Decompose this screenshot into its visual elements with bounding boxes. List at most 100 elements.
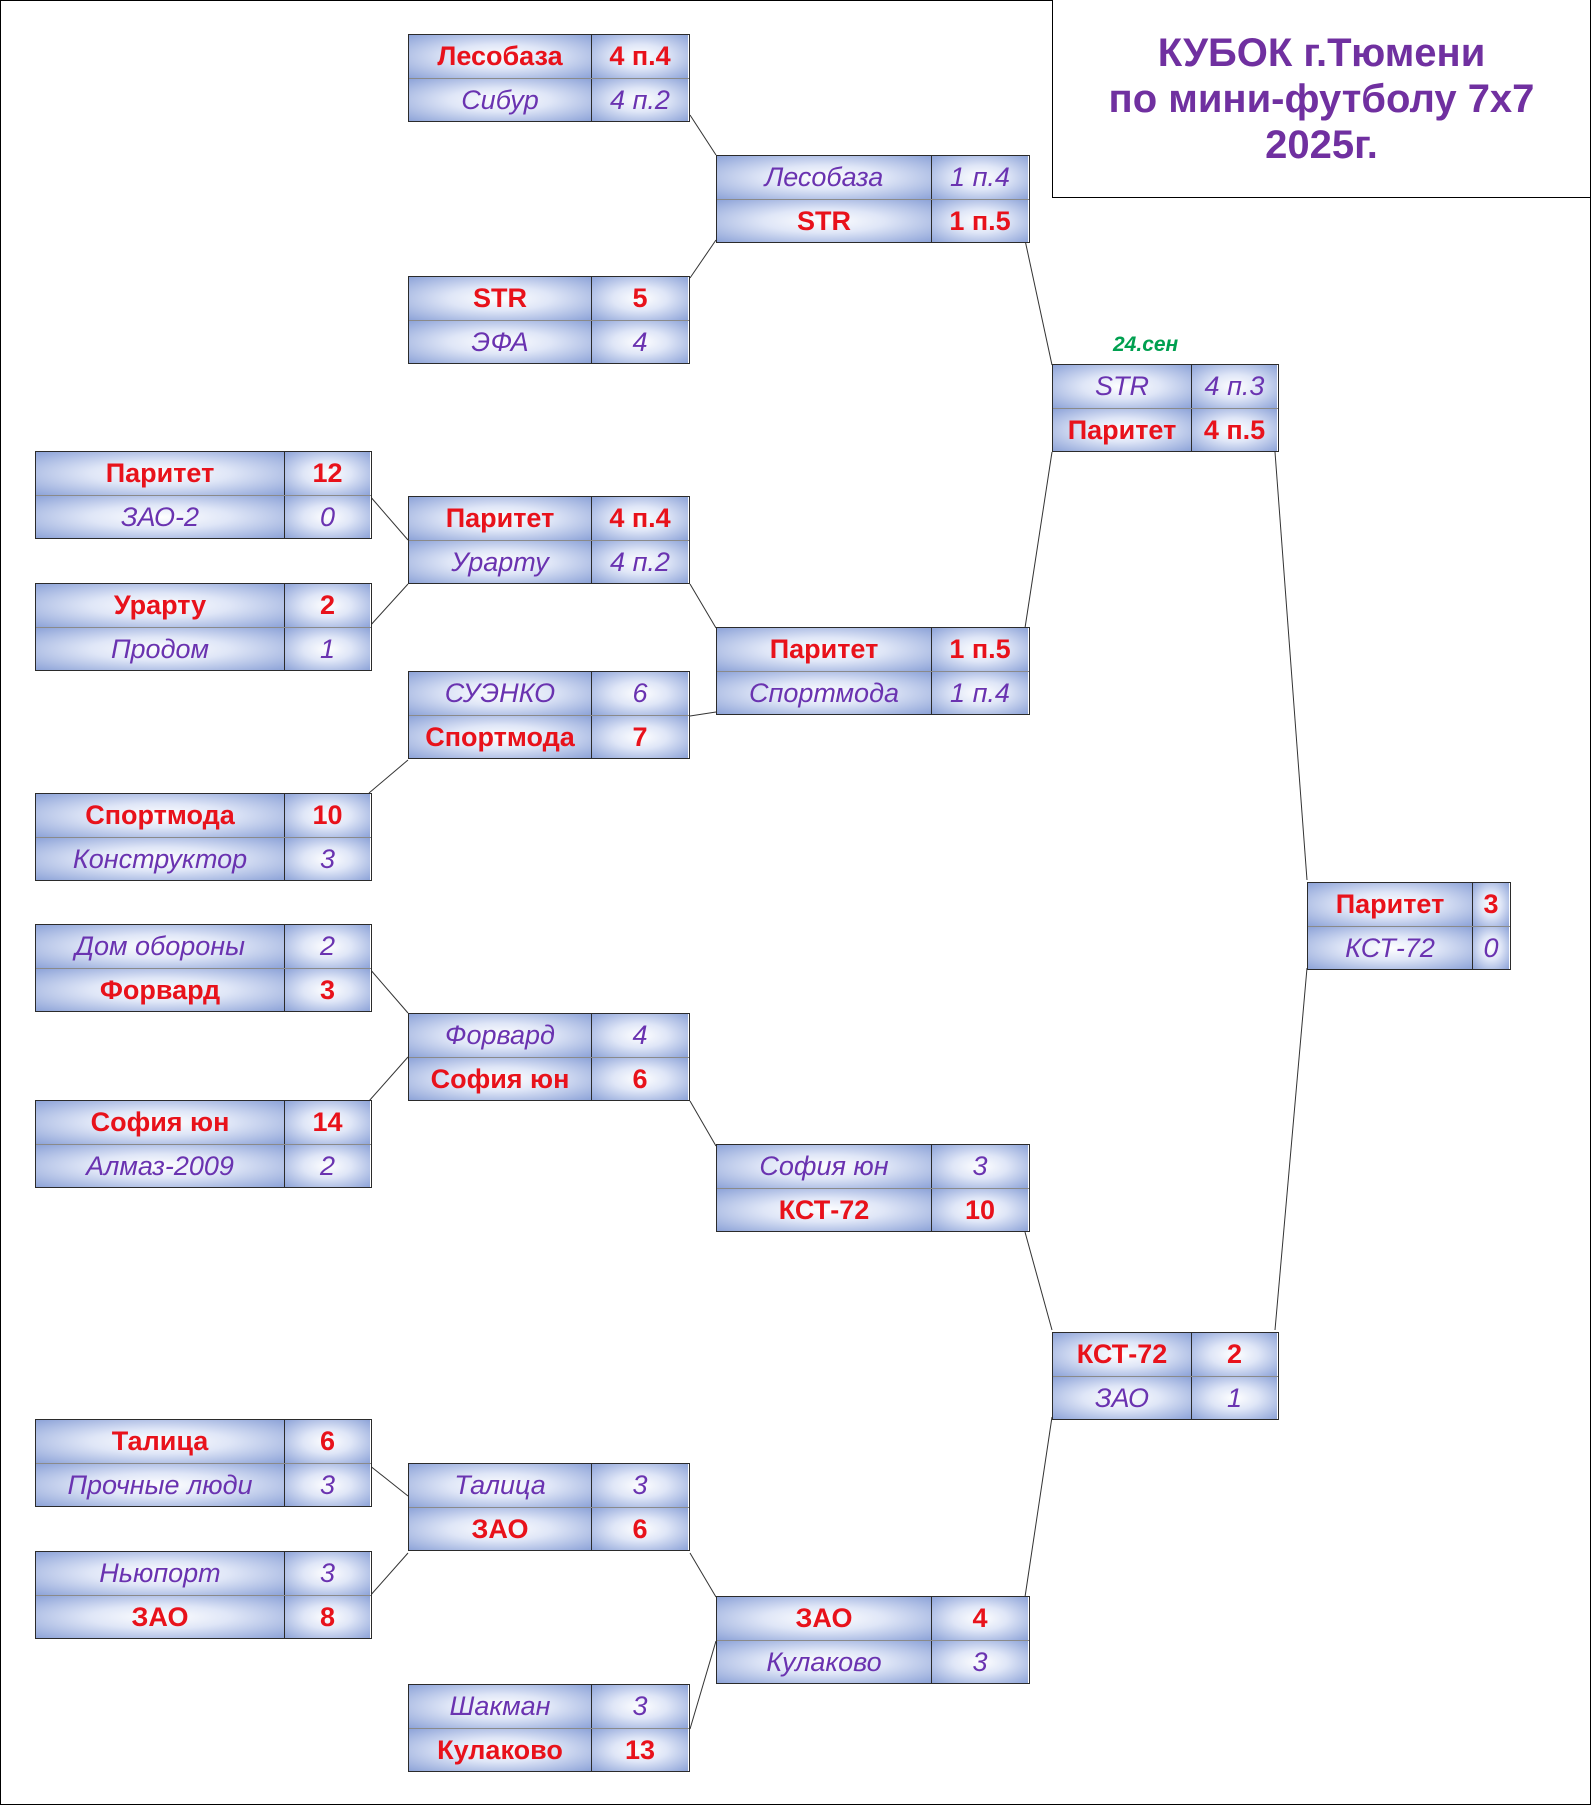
team-name: Лесобаза [409, 35, 592, 78]
semifinal-date: 24.сен [1113, 333, 1179, 356]
team-name: Спортмода [36, 794, 285, 837]
team-score: 4 п.3 [1192, 365, 1277, 408]
team-score: 1 [1192, 1377, 1277, 1419]
team-name: STR [717, 200, 932, 242]
title-line-3: 2025г. [1265, 122, 1378, 167]
team-name: Дом обороны [36, 925, 285, 968]
team-score: 3 [285, 1464, 370, 1506]
team-score: 3 [592, 1685, 688, 1728]
team-score: 5 [592, 277, 688, 320]
team-name: Продом [36, 628, 285, 670]
team-name: Спортмода [717, 672, 932, 714]
title-line-2: по мини-футболу 7х7 [1108, 76, 1535, 121]
team-name: КСТ-72 [1308, 927, 1473, 969]
team-name: Кулаково [409, 1729, 592, 1771]
team-score: 3 [285, 969, 370, 1011]
team-name: Кулаково [717, 1641, 932, 1683]
team-name: София юн [36, 1101, 285, 1144]
team-score: 1 п.5 [932, 628, 1028, 671]
team-score: 3 [285, 838, 370, 880]
team-score: 1 п.4 [932, 156, 1028, 199]
team-name: Сибур [409, 79, 592, 121]
team-name: Паритет [36, 452, 285, 495]
team-score: 2 [285, 1145, 370, 1187]
team-score: 2 [285, 925, 370, 968]
team-score: 7 [592, 716, 688, 758]
team-score: 2 [285, 584, 370, 627]
team-score: 1 п.5 [932, 200, 1028, 242]
team-score: 6 [592, 672, 688, 715]
team-name: Талица [409, 1464, 592, 1507]
team-name: Паритет [409, 497, 592, 540]
team-score: 3 [932, 1145, 1028, 1188]
team-score: 4 [592, 321, 688, 363]
team-score: 0 [285, 496, 370, 538]
team-score: 0 [1473, 927, 1509, 969]
team-score: 3 [932, 1641, 1028, 1683]
team-name: СУЭНКО [409, 672, 592, 715]
team-score: 6 [592, 1058, 688, 1100]
team-score: 10 [932, 1189, 1028, 1231]
team-name: КСТ-72 [1053, 1333, 1192, 1376]
team-name: Конструктор [36, 838, 285, 880]
team-score: 13 [592, 1729, 688, 1771]
team-score: 14 [285, 1101, 370, 1144]
team-name: ЭФА [409, 321, 592, 363]
team-score: 4 п.2 [592, 541, 688, 583]
team-score: 1 [285, 628, 370, 670]
team-name: Ньюпорт [36, 1552, 285, 1595]
team-name: София юн [409, 1058, 592, 1100]
team-score: 4 п.4 [592, 497, 688, 540]
team-name: Урарту [36, 584, 285, 627]
team-name: Талица [36, 1420, 285, 1463]
title-line-1: КУБОК г.Тюмени [1157, 30, 1486, 75]
